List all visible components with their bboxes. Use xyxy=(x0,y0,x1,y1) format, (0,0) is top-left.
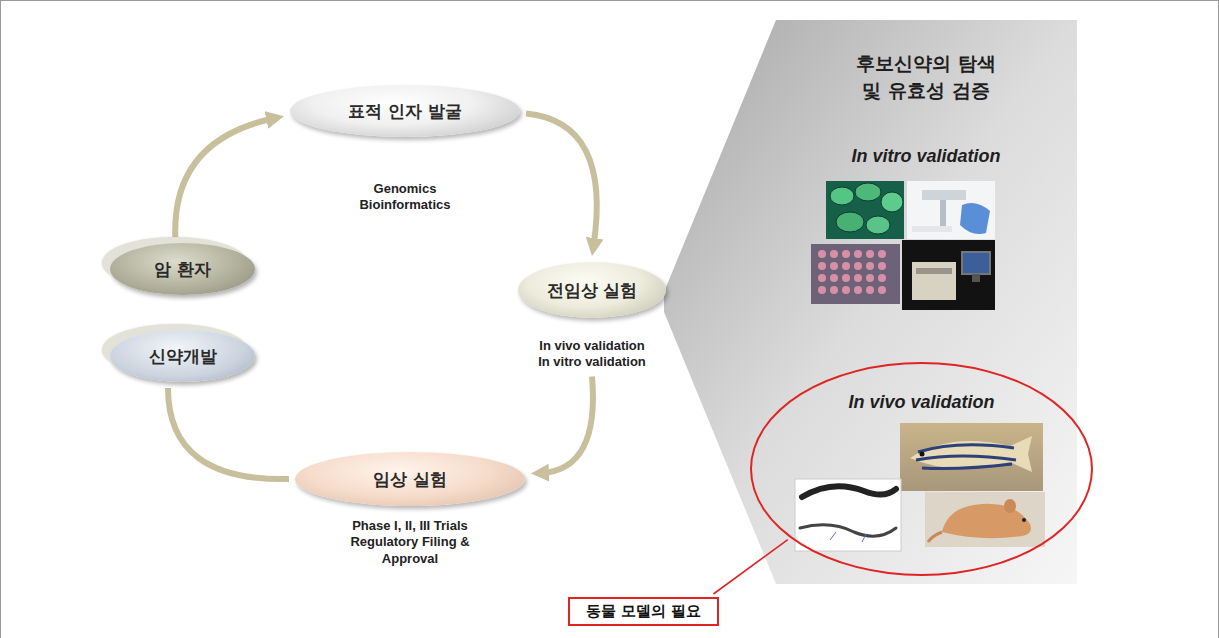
process-ellipse: 전임상 실험In vivo validation In vitro valida… xyxy=(518,262,666,318)
leader-line xyxy=(713,540,787,594)
cycle-arrow xyxy=(541,377,593,474)
cycle-arrow xyxy=(175,118,274,237)
node-caption: Phase I, II, III Trials Regulatory Filin… xyxy=(323,518,498,567)
panel-title: 후보신약의 탐색 및 유효성 검증 xyxy=(853,50,1000,103)
process-ellipse: 임상 실험Phase I, II, III Trials Regulatory … xyxy=(295,452,525,506)
zebrafish-photo xyxy=(900,423,1043,491)
node-caption: Genomics Bioinformatics xyxy=(354,181,457,214)
stacked-ellipse: 암 환자 xyxy=(110,243,255,295)
pipette-photo xyxy=(907,181,995,239)
stacked-ellipse: 신약개발 xyxy=(110,330,255,382)
well-plate-photo xyxy=(811,244,900,304)
machine-photo xyxy=(902,240,995,310)
section-heading: In vitro validation xyxy=(851,146,1000,167)
validation-panel: 후보신약의 탐색 및 유효성 검증 In vitro validation In v… xyxy=(776,20,1076,582)
callout-box: 동물 모델의 필요 xyxy=(568,597,719,626)
process-ellipse: 표적 인자 발굴Genomics Bioinformatics xyxy=(290,85,520,137)
highlight-ellipse: In vivo validation xyxy=(750,362,1093,576)
mouse-photo xyxy=(925,492,1045,547)
panel-fan xyxy=(664,20,1077,584)
node-title: 전임상 실험 xyxy=(547,279,638,302)
worm-photo xyxy=(795,479,901,551)
node-title: 표적 인자 발굴 xyxy=(348,100,462,123)
node-title: 신약개발 xyxy=(149,345,217,368)
node-caption: In vivo validation In vitro validation xyxy=(534,338,651,371)
cycle-arrow xyxy=(168,388,289,479)
cycle-arrow xyxy=(526,114,597,247)
section-heading: In vivo validation xyxy=(848,392,994,413)
node-title: 임상 실험 xyxy=(373,468,447,491)
node-title: 암 환자 xyxy=(154,258,211,281)
callout-text: 동물 모델의 필요 xyxy=(586,602,701,621)
cell-photo xyxy=(826,181,904,239)
